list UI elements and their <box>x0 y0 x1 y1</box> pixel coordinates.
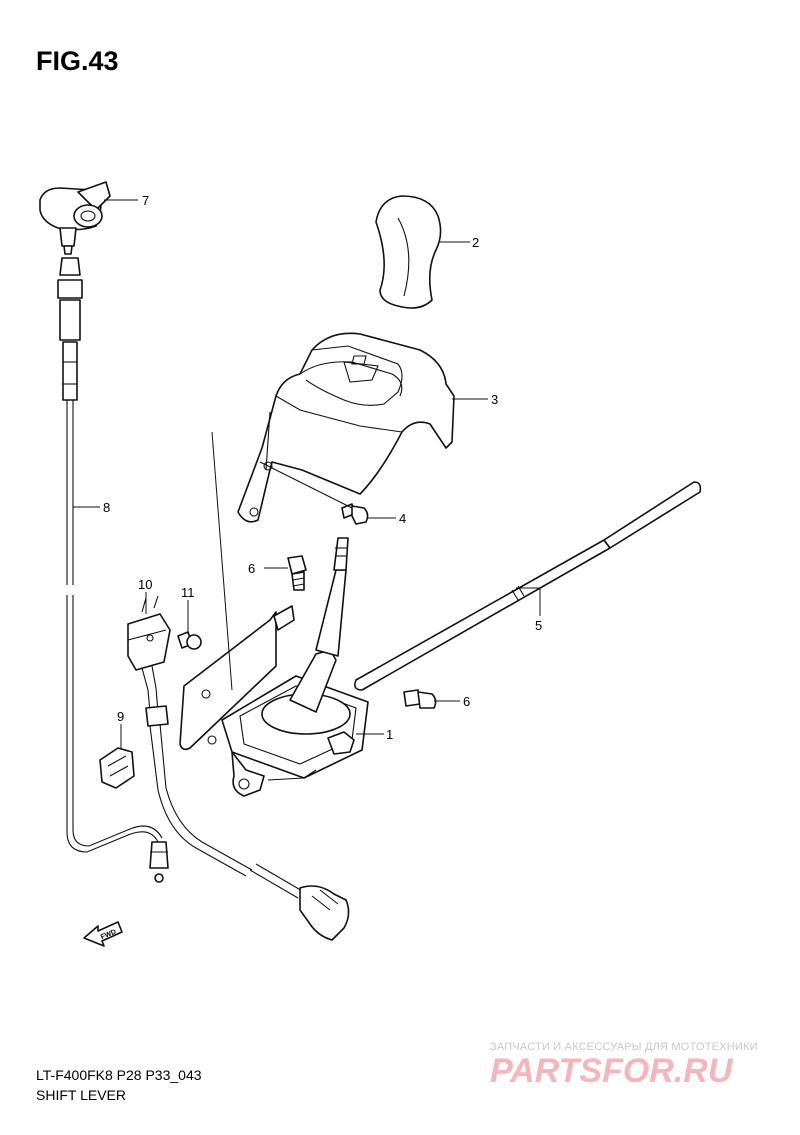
callout-2: 2 <box>472 235 479 250</box>
callout-1: 1 <box>386 727 393 742</box>
part-9-clip <box>99 747 135 789</box>
fwd-arrow-icon: FWD <box>83 921 123 947</box>
callout-11: 11 <box>181 585 195 600</box>
watermark-brand: PARTSFOR.RU <box>490 1052 734 1090</box>
callout-4: 4 <box>399 511 406 526</box>
callout-8: 8 <box>103 500 110 515</box>
callout-leaders <box>73 199 541 748</box>
callout-6a: 6 <box>248 561 255 576</box>
callout-9: 9 <box>117 709 124 724</box>
part-11-screw <box>177 631 202 650</box>
figure-label: FIG.43 <box>36 46 119 76</box>
part-3-cover <box>237 332 455 523</box>
part-10-switch <box>127 595 350 941</box>
part-2-knob <box>375 195 442 309</box>
callout-7: 7 <box>142 193 149 208</box>
bolt-4-leader-line <box>259 461 353 509</box>
part-8-cable <box>57 257 169 883</box>
model-code: LT-F400FK8 P28 P33_043 <box>36 1067 202 1083</box>
callout-3: 3 <box>491 392 498 407</box>
part-5-rod <box>354 481 702 691</box>
callout-10: 10 <box>138 577 152 592</box>
callout-6b: 6 <box>463 694 470 709</box>
section-name: SHIFT LEVER <box>36 1087 126 1103</box>
part-6-bolt-upper <box>287 555 307 591</box>
part-6-bolt-lower <box>403 689 437 709</box>
part-1-shift-lever-assembly <box>179 537 369 797</box>
part-7-switch <box>39 181 111 255</box>
assembly-leader-line <box>211 431 233 691</box>
callout-5: 5 <box>535 618 542 633</box>
part-4-bolt <box>341 503 369 525</box>
watermark-tagline: ЗАПЧАСТИ И АКСЕССУАРЫ ДЛЯ МОТОТЕХНИКИ <box>490 1041 758 1053</box>
